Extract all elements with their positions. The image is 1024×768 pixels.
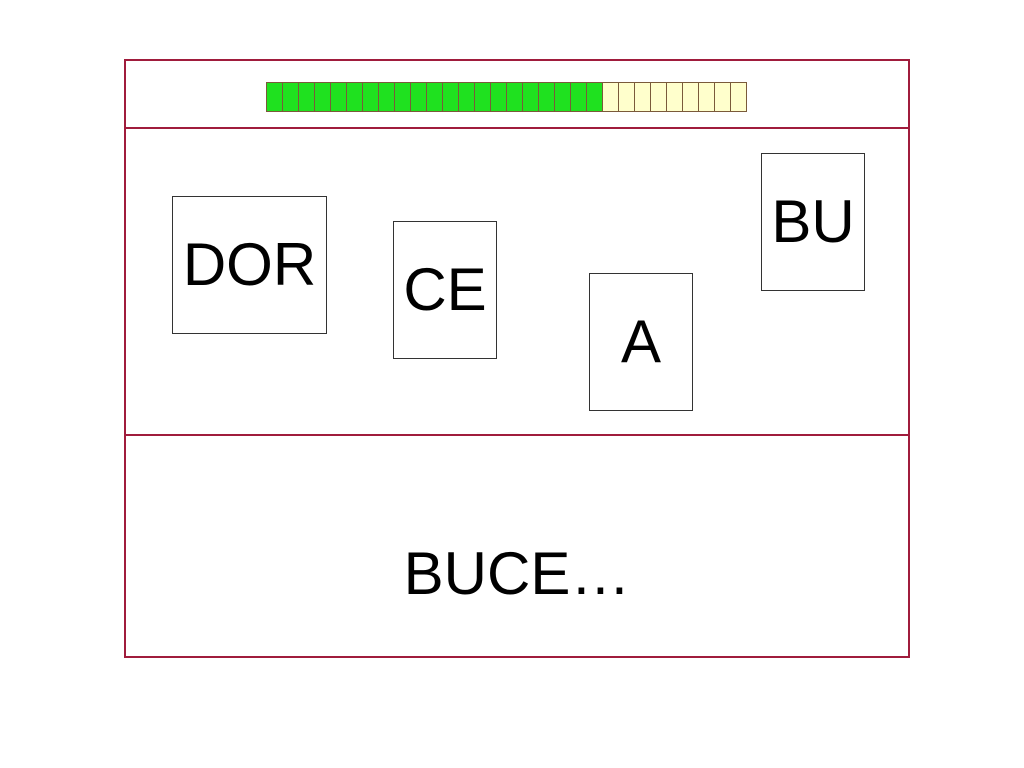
progress-cell-complete xyxy=(474,82,491,112)
progress-cell-complete xyxy=(346,82,363,112)
syllable-card-label: BU xyxy=(771,188,855,255)
progress-panel xyxy=(124,59,910,129)
progress-cell-complete xyxy=(426,82,443,112)
progress-cell-complete xyxy=(394,82,411,112)
answer-word: BUCE… xyxy=(403,540,631,607)
syllable-card-label: CE xyxy=(403,256,487,323)
progress-cell-remaining xyxy=(618,82,635,112)
answer-panel: BUCE… xyxy=(124,434,910,658)
progress-cell-complete xyxy=(538,82,555,112)
progress-cell-complete xyxy=(554,82,571,112)
progress-cell-remaining xyxy=(698,82,715,112)
progress-cell-complete xyxy=(458,82,475,112)
progress-cell-complete xyxy=(330,82,347,112)
progress-cell-remaining xyxy=(602,82,619,112)
syllable-cards-panel: DOR CE A BU xyxy=(124,127,910,436)
progress-cell-complete xyxy=(570,82,587,112)
syllable-card-dor[interactable]: DOR xyxy=(172,196,327,334)
syllable-card-label: DOR xyxy=(182,231,317,298)
progress-cell-complete xyxy=(362,82,379,112)
progress-cell-remaining xyxy=(634,82,651,112)
progress-cell-complete xyxy=(522,82,539,112)
progress-cell-remaining xyxy=(666,82,683,112)
progress-cell-complete xyxy=(282,82,299,112)
progress-cell-remaining xyxy=(730,82,747,112)
progress-cell-complete xyxy=(298,82,315,112)
syllable-card-label: A xyxy=(620,308,662,375)
progress-cell-complete xyxy=(266,82,283,112)
progress-cell-complete xyxy=(410,82,427,112)
syllable-card-bu[interactable]: BU xyxy=(761,153,865,291)
progress-cell-complete xyxy=(586,82,603,112)
progress-cell-complete xyxy=(442,82,459,112)
progress-cell-complete xyxy=(314,82,331,112)
syllable-card-a[interactable]: A xyxy=(589,273,693,411)
progress-cell-remaining xyxy=(714,82,731,112)
progress-cell-complete xyxy=(490,82,507,112)
syllable-card-ce[interactable]: CE xyxy=(393,221,497,359)
progress-cell-remaining xyxy=(682,82,699,112)
progress-cell-complete xyxy=(506,82,523,112)
progress-cell-remaining xyxy=(650,82,667,112)
progress-cell-complete xyxy=(378,82,395,112)
progress-bar xyxy=(266,82,747,112)
